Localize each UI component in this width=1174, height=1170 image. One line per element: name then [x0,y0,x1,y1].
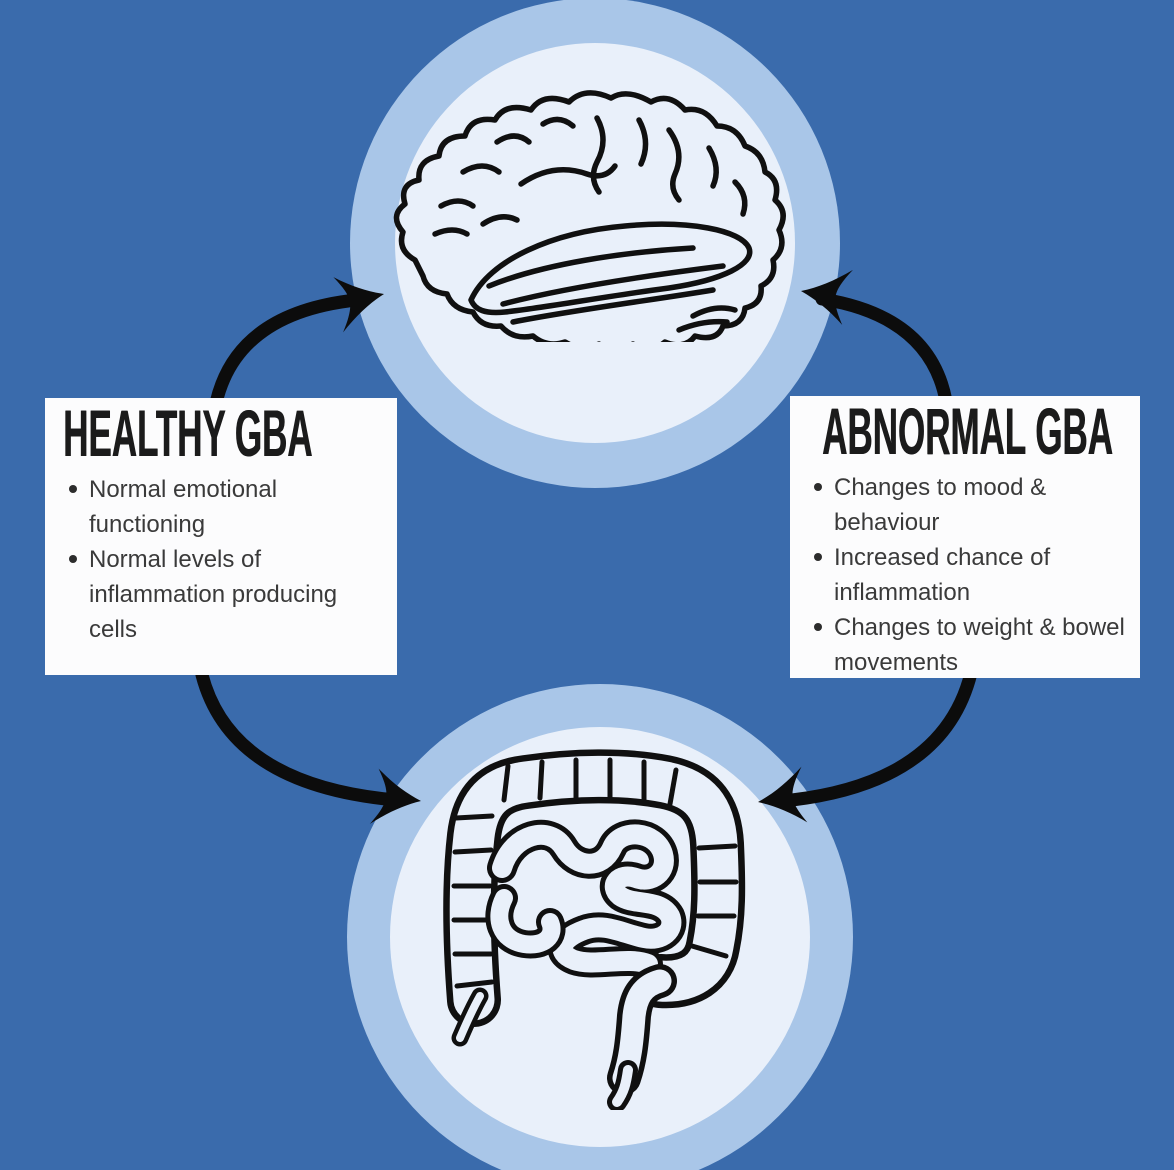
abnormal-gba-title-row: ABNORMAL GBA [808,394,1126,468]
arrow-healthy-to-gut-icon [195,668,421,824]
list-item: Changes to weight & bowel movements [808,610,1126,680]
healthy-gba-box: HEALTHY GBA Normal emotional functioning… [45,398,397,675]
list-item: Changes to mood & behaviour [808,470,1126,540]
abnormal-gba-box: ABNORMAL GBA Changes to mood & behaviour… [790,396,1140,678]
healthy-gba-bullets: Normal emotional functioning Normal leve… [63,472,383,647]
abnormal-gba-bullets: Changes to mood & behaviour Increased ch… [808,470,1126,680]
arrow-abnormal-to-brain-icon [801,269,953,408]
intestines-icon [443,749,746,1110]
abnormal-gba-title: ABNORMAL GBA [821,394,1113,468]
arrow-abnormal-to-gut-icon [758,666,978,823]
list-item: Increased chance of inflammation [808,540,1126,610]
list-item: Normal levels of inflammation producing … [63,542,381,647]
brain-icon [393,90,786,342]
arrow-healthy-to-brain-icon [209,277,384,410]
list-item: Normal emotional functioning [63,472,381,542]
healthy-gba-title: HEALTHY GBA [63,396,313,470]
healthy-gba-title-row: HEALTHY GBA [63,396,383,470]
